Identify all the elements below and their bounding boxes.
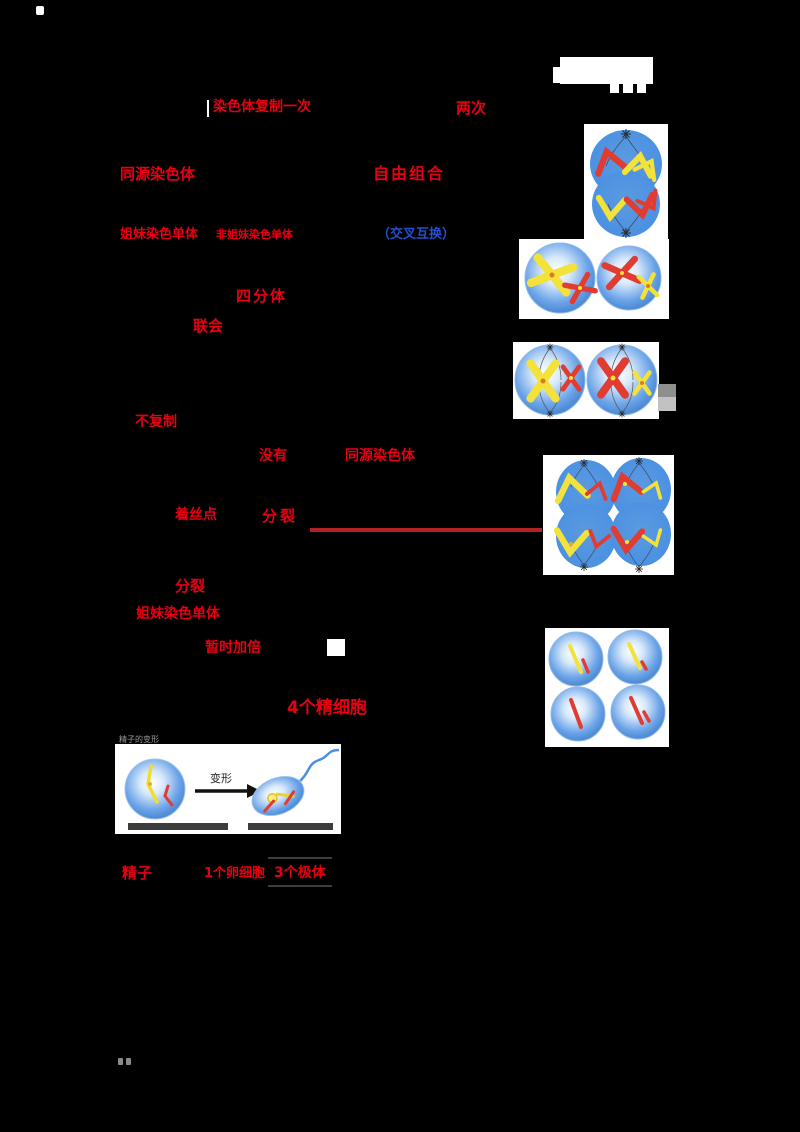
answer-row7-blank2: 同源染色体 <box>345 448 415 464</box>
note-crossover-blue: （交叉互换） <box>377 227 456 242</box>
footer-mark-2 <box>126 1058 131 1065</box>
right-cell-chromosomes <box>605 259 658 298</box>
answer-row2-blank1: 同源染色体 <box>120 165 196 183</box>
result-sperm: 精子 <box>122 864 153 882</box>
diagram-four-spermatids <box>545 628 669 747</box>
aster <box>579 458 589 468</box>
result-egg: 1个卵细胞 <box>204 866 266 881</box>
corner-mark <box>36 6 44 15</box>
diagram-prophase2 <box>519 239 669 319</box>
edge-strip-dark <box>658 384 676 397</box>
left-cell-chromosomes <box>531 364 580 399</box>
diagram-anaphase1 <box>584 124 668 246</box>
spindle-aster-bottom <box>620 227 632 239</box>
answer-sister-chromatids: 姐妹染色单体 <box>136 606 220 622</box>
aster <box>634 456 644 466</box>
transform-arrow-label: 变形 <box>210 771 232 785</box>
answer-split: 分裂 <box>175 577 206 595</box>
red-chromosome <box>163 784 174 807</box>
answer-row1-blank1: 染色体复制一次 <box>213 99 311 115</box>
aster <box>634 564 644 574</box>
spermatid-chromosomes <box>568 642 651 729</box>
sperm-tail <box>296 748 340 785</box>
sperm-cell <box>251 748 340 817</box>
answer-row7-blank1: 没有 <box>259 448 287 464</box>
spindle-aster-top <box>620 128 632 140</box>
answer-row3-blank2: 非姐妹染色单体 <box>216 228 293 241</box>
caption-bar-left <box>128 823 228 830</box>
spermatid-cell <box>124 758 186 820</box>
spindle-right <box>610 347 634 414</box>
answer-four-spermatids: 4个精细胞 <box>287 698 367 718</box>
answer-row2-blank2: 自由组合 <box>373 164 446 183</box>
caret-mark <box>207 100 209 117</box>
title-highlight-left <box>553 67 565 83</box>
title-highlight-sq1 <box>610 84 619 93</box>
sperm-transformation-figure: 变形 <box>115 744 341 834</box>
answer-centromere-split: 分裂 <box>262 507 299 525</box>
spindle-left <box>570 464 599 566</box>
answer-tetrad: 四分体 <box>236 287 288 305</box>
diagram-metaphase2 <box>513 342 659 419</box>
title-highlight-sq3 <box>637 84 646 93</box>
right-cell-chromatids <box>609 473 667 551</box>
right-cell-chromosomes <box>601 361 650 395</box>
title-highlight-main <box>560 57 653 84</box>
result-polar-body: 3个极体 <box>274 865 326 881</box>
left-cell-chromosomes <box>531 258 595 302</box>
transform-arrow: 变形 <box>195 771 261 798</box>
aster <box>579 562 589 572</box>
caption-bar-right <box>248 823 333 830</box>
answer-row1-blank2: 两次 <box>456 99 487 117</box>
diagram-anaphase2 <box>543 455 674 575</box>
white-box-fragment <box>327 639 345 656</box>
figure-caption: 精子的变形 <box>119 735 159 744</box>
edge-strip-light <box>658 397 676 411</box>
footer-mark-1 <box>118 1058 123 1065</box>
red-connector-line <box>310 528 542 532</box>
answer-synapsis: 联会 <box>193 317 224 335</box>
title-highlight-sq2 <box>623 84 633 93</box>
result-polar-body-box: 3个极体 <box>268 857 332 887</box>
highlighted-title-block <box>553 50 663 95</box>
answer-no-replication: 不复制 <box>135 414 177 430</box>
left-cell-chromatids <box>554 475 612 553</box>
answer-centromere: 着丝点 <box>175 507 217 523</box>
answer-temporarily-doubles: 暂时加倍 <box>205 640 261 656</box>
answer-row3-blank1: 姐妹染色单体 <box>120 227 199 242</box>
spindle-right <box>625 462 654 568</box>
